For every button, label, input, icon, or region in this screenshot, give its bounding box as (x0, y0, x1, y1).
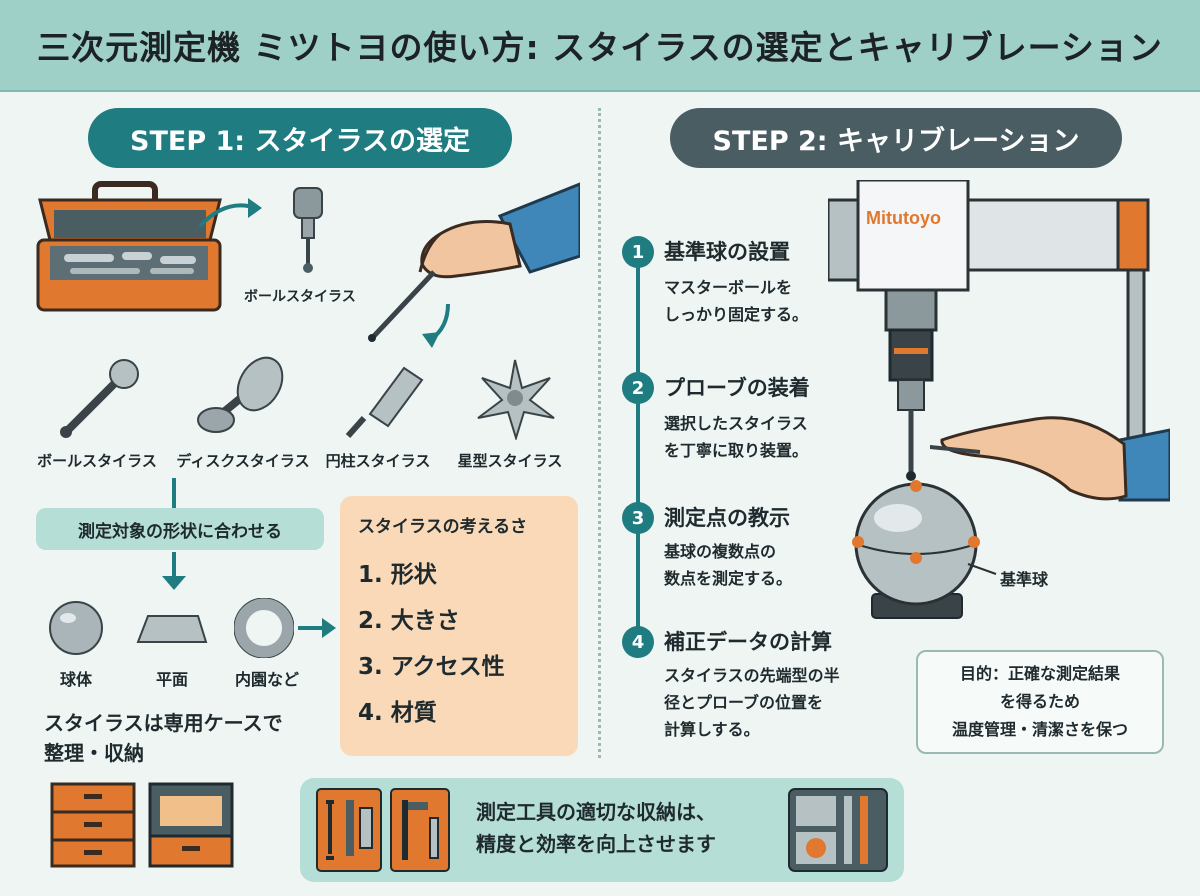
stylus-type-label: ボールスタイラス (37, 452, 157, 470)
consideration-box: スタイラスの考えるさ 1. 形状 2. 大きさ 3. アクセス性 4. 材質 (340, 496, 578, 756)
ball-stylus-icon (293, 187, 323, 273)
hand-icon (368, 182, 580, 342)
step-desc-line: しっかり固定する。 (664, 305, 809, 324)
step-description: 選択したスタイラス を丁寧に取り装置。 (664, 410, 808, 464)
toolbox-icon (36, 181, 222, 312)
consideration-item: 3. アクセス性 (358, 654, 505, 680)
step-number-badge: 2 (622, 372, 654, 404)
ring-icon (234, 598, 294, 658)
purpose-line: を得るため (999, 692, 1080, 711)
arrow-down-icon (162, 552, 186, 590)
stylus-type-label: 星型スタイラス (457, 452, 563, 470)
step-desc-line: マスターボールを (664, 278, 793, 297)
step-title: プローブの装着 (664, 376, 810, 400)
plane-icon (136, 615, 208, 643)
shape-label: 球体 (59, 670, 92, 689)
consideration-item: 2. 大きさ (358, 608, 460, 634)
step2-heading: STEP 2: キャリブレーション (670, 108, 1122, 168)
caliper-icon (390, 788, 450, 872)
stylus-type-label: 円柱スタイラス (325, 452, 431, 470)
master-ball-label: 基準球 (1000, 570, 1049, 589)
shape-label: 平面 (155, 670, 188, 689)
step-desc-line: 数点を測定する。 (664, 569, 793, 588)
step-desc-line: スタイラスの先端型の半 (664, 666, 840, 685)
tool-case-icon (788, 788, 888, 872)
brand-logo: Mitutoyo (866, 208, 941, 228)
cmm-machine-icon: Mitutoyo (828, 180, 1150, 619)
arrow-icon (198, 198, 262, 228)
arrow-icon (172, 478, 176, 508)
purpose-line: 目的：正確な測定結果 (959, 664, 1120, 683)
step-title: 測定点の教示 (664, 506, 790, 530)
drawer-cabinet-icon (50, 782, 136, 868)
step-desc-line: 選択したスタイラス (664, 414, 808, 433)
purpose-box: 目的：正確な測定結果 を得るため 温度管理・清潔さを保つ (916, 650, 1164, 754)
step-number-badge: 1 (622, 236, 654, 268)
shape-badge: 測定対象の形状に合わせる (36, 508, 324, 550)
step-number-badge: 4 (622, 626, 654, 658)
arrow-right-icon (298, 618, 336, 638)
bottom-message: 測定工具の適切な収納は、 精度と効率を向上させます (476, 796, 716, 860)
top-stylus-label: ボールスタイラス (244, 289, 356, 305)
storage-line: スタイラスは専用ケースで (44, 711, 283, 735)
stylus-type-label: ディスクスタイラス (176, 452, 310, 470)
step1-heading: STEP 1: スタイラスの選定 (88, 108, 512, 168)
header-banner: 三次元測定機 ミツトヨの使い方: スタイラスの選定とキャリブレーション (0, 0, 1200, 92)
step-number-badge: 3 (622, 502, 654, 534)
step-title: 補正データの計算 (664, 630, 832, 654)
storage-note: スタイラスは専用ケースで 整理・収納 (44, 708, 283, 768)
shape-label: 内園など (234, 670, 299, 689)
section-divider (598, 108, 601, 758)
step-title: 基準球の設置 (664, 240, 790, 264)
step-desc-line: を丁寧に取り装置。 (664, 441, 809, 460)
storage-line: 整理・収納 (44, 741, 144, 765)
step-desc-line: 計算しする。 (664, 720, 760, 739)
hand-icon (930, 416, 1170, 502)
consideration-item: 4. 材質 (358, 700, 437, 726)
step-description: マスターボールを しっかり固定する。 (664, 274, 808, 328)
storage-case-icon (148, 782, 234, 868)
ball-stylus-icon (60, 359, 139, 438)
step-desc-line: 基球の複数点の (664, 542, 777, 561)
steps-timeline (636, 246, 640, 646)
consideration-item: 1. 形状 (358, 562, 437, 588)
step-desc-line: 径とプローブの位置を (664, 693, 824, 712)
sphere-icon (49, 601, 103, 655)
consideration-title: スタイラスの考えるさ (358, 517, 528, 537)
tools-icon (316, 788, 382, 872)
page-title: 三次元測定機 ミツトヨの使い方: スタイラスの選定とキャリブレーション (37, 28, 1163, 67)
arrow-icon (422, 303, 450, 348)
purpose-line: 温度管理・清潔さを保つ (951, 720, 1128, 739)
bottom-line: 精度と効率を向上させます (476, 832, 716, 856)
step-description: スタイラスの先端型の半 径とプローブの位置を 計算しする。 (664, 662, 840, 743)
disc-stylus-icon (197, 356, 284, 433)
step-description: 基球の複数点の 数点を測定する。 (664, 538, 792, 592)
bottom-line: 測定工具の適切な収納は、 (476, 800, 716, 824)
cylinder-stylus-icon (345, 366, 424, 438)
star-stylus-icon (477, 359, 555, 440)
